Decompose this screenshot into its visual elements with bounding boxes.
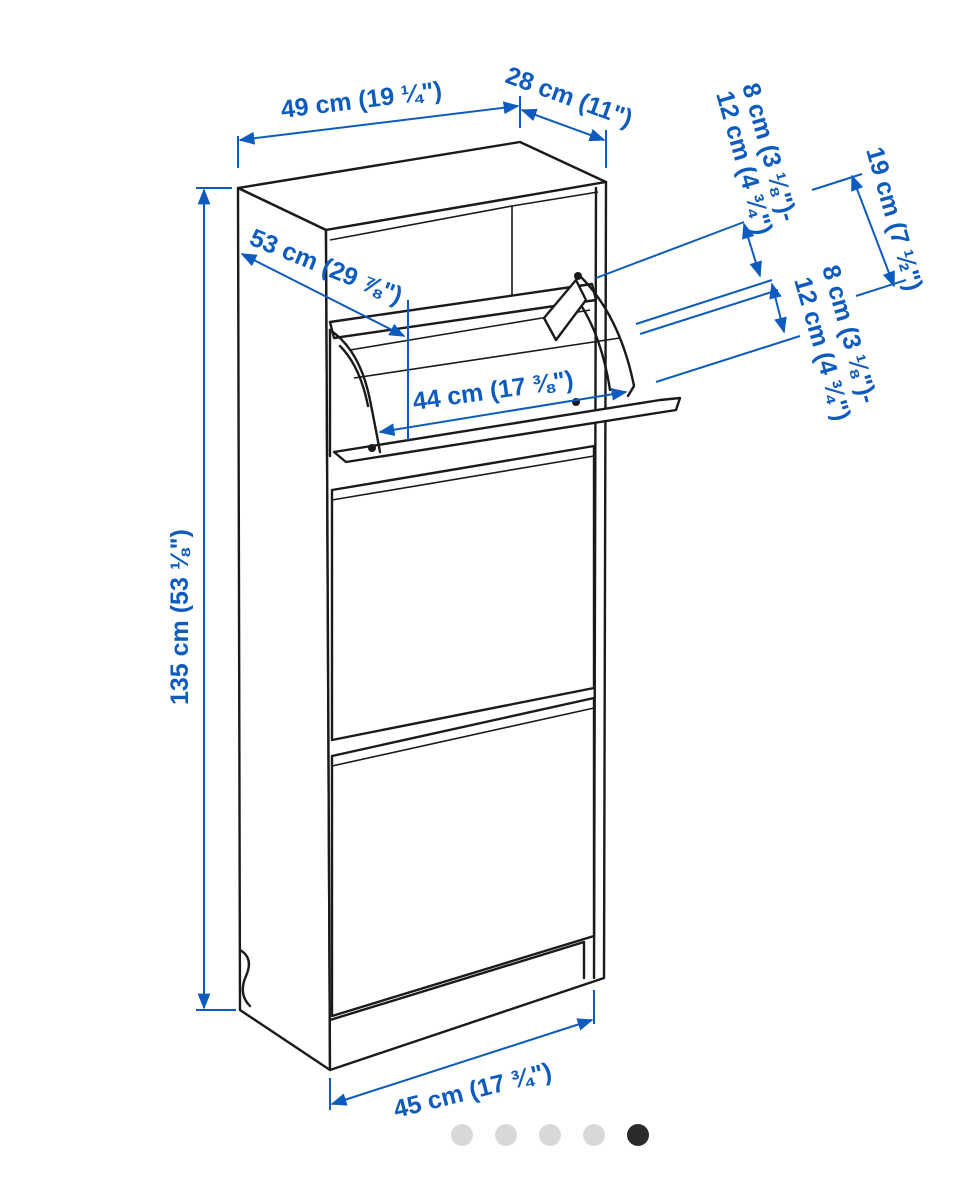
pagination-dot-1[interactable]: [451, 1124, 473, 1146]
pagination-dot-3[interactable]: [539, 1124, 561, 1146]
pagination-dot-2[interactable]: [495, 1124, 517, 1146]
gallery-pagination: [0, 1120, 960, 1150]
dimension-lines: [196, 96, 907, 1110]
lower-doors: [330, 444, 596, 1018]
height-label: 135 cm (53 ⅛"): [166, 529, 194, 705]
compartment-height-label: 19 cm (7 ½"): [860, 144, 928, 294]
pagination-dot-5-active[interactable]: [627, 1124, 649, 1146]
depth-label: 28 cm (11"): [502, 61, 636, 133]
width-label: 49 cm (19 ¼"): [279, 76, 443, 124]
base-width-label: 45 cm (17 ¾"): [391, 1057, 555, 1123]
pagination-dot-4[interactable]: [583, 1124, 605, 1146]
